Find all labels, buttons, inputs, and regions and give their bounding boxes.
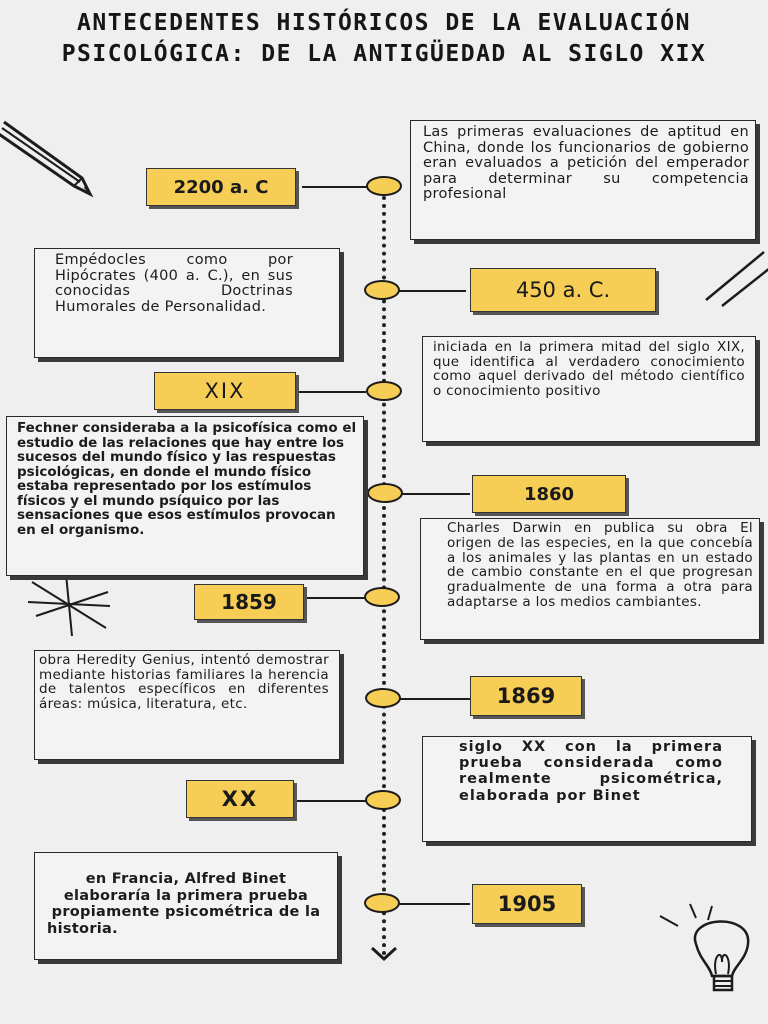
title-line-1: ANTECEDENTES HISTÓRICOS DE LA EVALUACIÓN	[77, 10, 691, 36]
connector	[398, 698, 470, 700]
event-card-1859: Charles Darwin en publica su obra El ori…	[420, 518, 760, 640]
year-label-1859: 1859	[194, 584, 304, 620]
timeline-line	[382, 196, 386, 956]
timeline-arrow-icon	[370, 946, 398, 962]
connector	[396, 290, 466, 292]
event-card-2200ac: Las primeras evaluaciones de aptitud en …	[410, 120, 756, 240]
diagonal-lines-icon	[705, 251, 768, 307]
year-label-450ac: 450 a. C.	[470, 268, 656, 312]
timeline-node	[364, 587, 400, 607]
year-label-1905: 1905	[472, 884, 582, 924]
connector	[398, 903, 470, 905]
event-card-1869: obra Heredity Genius, intentó demostrar …	[34, 650, 340, 760]
event-text: siglo XX con la primera prueba considera…	[459, 739, 723, 804]
timeline-node	[365, 688, 401, 708]
event-card-1905: en Francia, Alfred Binet elaboraría la p…	[34, 852, 338, 960]
title-line-2: PSICOLÓGICA: DE LA ANTIGÜEDAD AL SIGLO X…	[61, 41, 707, 67]
event-card-450ac: Empédocles como por Hipócrates (400 a. C…	[34, 248, 340, 358]
connector	[400, 493, 470, 495]
timeline-node	[364, 280, 400, 300]
event-card-1860: Fechner consideraba a la psicofísica com…	[6, 416, 364, 576]
lightbulb-icon	[659, 903, 750, 992]
timeline-node	[366, 176, 402, 196]
connector	[302, 186, 368, 188]
timeline-node	[367, 483, 403, 503]
event-card-xx: siglo XX con la primera prueba considera…	[422, 736, 752, 842]
year-label-1860: 1860	[472, 475, 626, 513]
timeline-node	[365, 790, 401, 810]
pencil-icon	[0, 120, 94, 198]
event-text: Las primeras evaluaciones de aptitud en …	[423, 124, 749, 202]
event-card-xix: iniciada en la primera mitad del siglo X…	[422, 336, 756, 442]
timeline-node	[366, 381, 402, 401]
event-text: Charles Darwin en publica su obra El ori…	[447, 520, 753, 610]
event-text: Fechner consideraba a la psicofísica com…	[17, 420, 357, 538]
page-title: ANTECEDENTES HISTÓRICOS DE LA EVALUACIÓN…	[0, 8, 768, 70]
event-text: en Francia, Alfred Binet elaboraría la p…	[47, 871, 321, 937]
connector	[296, 800, 366, 802]
event-text: iniciada en la primera mitad del siglo X…	[433, 339, 745, 399]
connector	[306, 597, 366, 599]
year-label-xx: XX	[186, 780, 294, 818]
timeline-node	[364, 893, 400, 913]
year-label-2200ac: 2200 a. C	[146, 168, 296, 206]
event-text: obra Heredity Genius, intentó demostrar …	[39, 652, 329, 712]
year-label-xix: XIX	[154, 372, 296, 410]
connector	[298, 391, 366, 393]
star-burst-icon	[27, 573, 111, 637]
year-label-1869: 1869	[470, 676, 582, 716]
event-text: Empédocles como por Hipócrates (400 a. C…	[55, 252, 293, 315]
